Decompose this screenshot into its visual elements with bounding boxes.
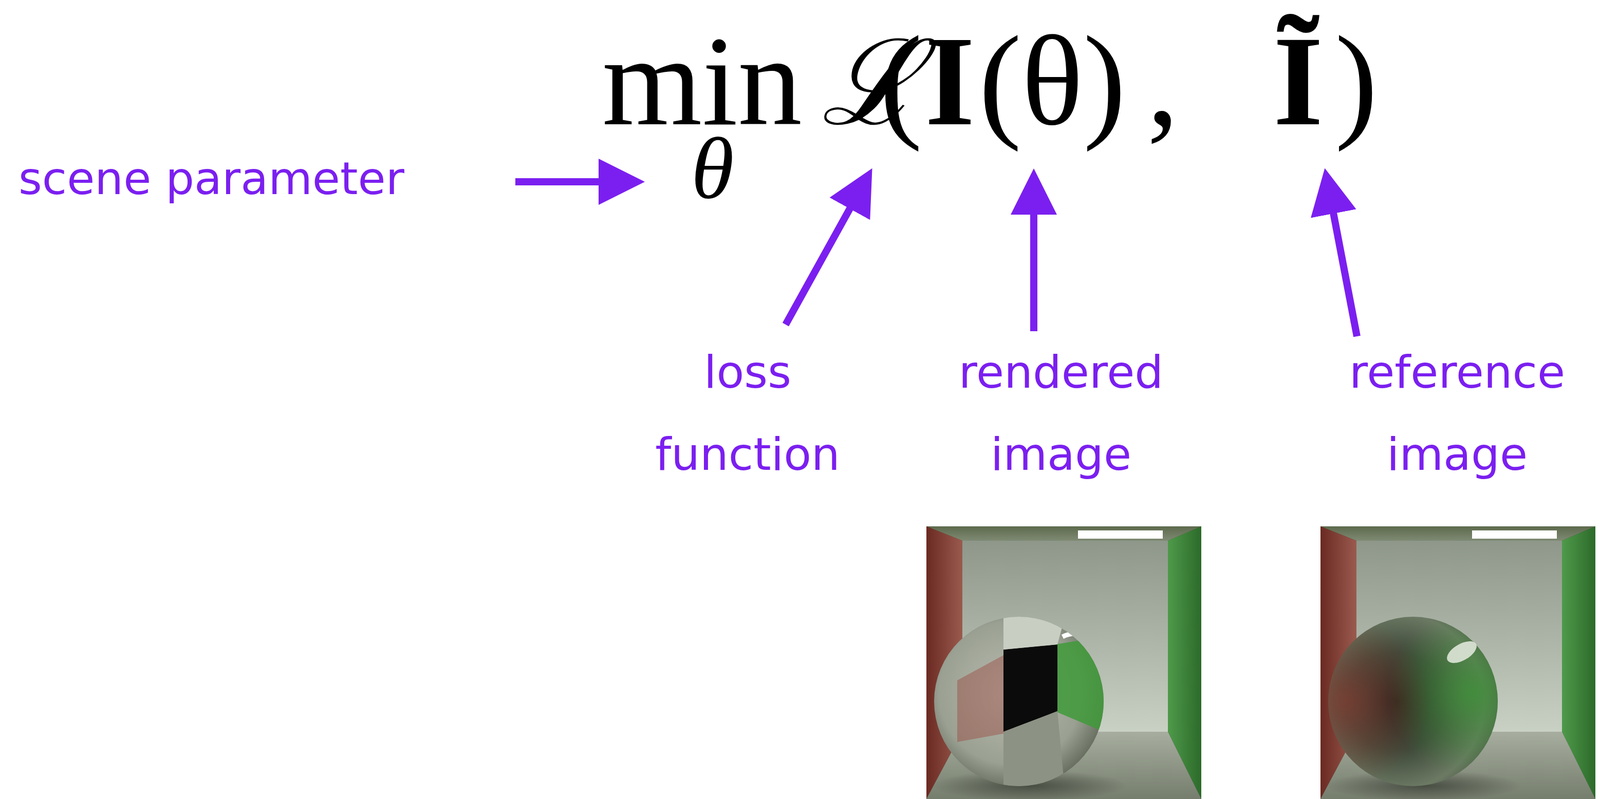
formula-image: I: [924, 16, 975, 146]
reference-image: [1320, 526, 1596, 799]
formula-subscript: θ: [691, 124, 735, 213]
formula-argument: (θ): [978, 16, 1126, 146]
reference-arrow: [1327, 183, 1357, 337]
formula-comma: ,: [1146, 16, 1180, 146]
rendered-label: rendered image: [958, 331, 1164, 496]
formula-paren: ): [1334, 16, 1378, 146]
scene-arrow: [515, 178, 630, 186]
loss-label: loss function: [655, 331, 840, 496]
parameter-label: scene parameter: [18, 137, 405, 220]
loss-arrow: [785, 181, 865, 325]
rendered-image: [926, 526, 1202, 799]
formula-reference: Ĩ: [1273, 16, 1324, 146]
rendered-arrow: [1030, 183, 1038, 332]
arrows: [515, 181, 1357, 337]
formula-paren: (: [879, 16, 923, 146]
reference-label: reference image: [1349, 331, 1566, 496]
